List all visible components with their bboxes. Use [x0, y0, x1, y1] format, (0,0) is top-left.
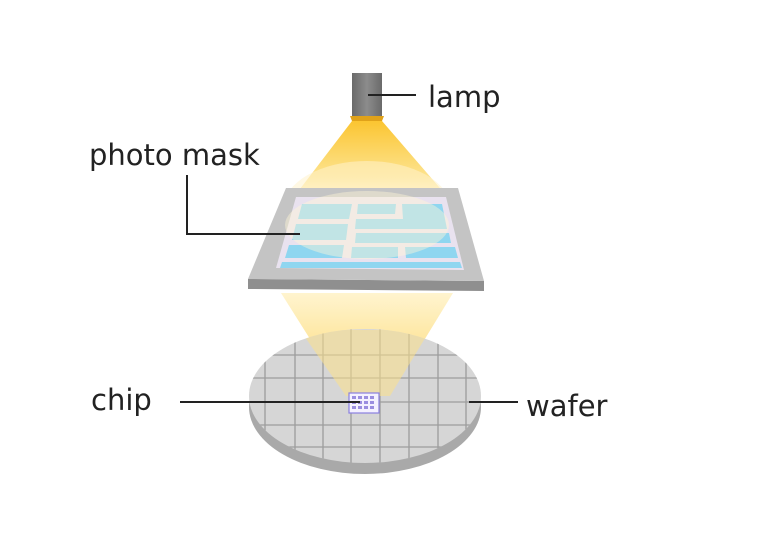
- photo-mask-label: photo mask: [89, 138, 260, 172]
- mask-pattern: [280, 204, 462, 268]
- lamp-label: lamp: [428, 80, 501, 114]
- wafer-label: wafer: [526, 389, 608, 423]
- wafer-exposure-glow: [300, 330, 430, 396]
- mask-bottom-edge: [248, 279, 484, 291]
- mask-light-spot: [285, 191, 449, 259]
- leader-lines: [180, 94, 518, 403]
- photo-mask: [248, 188, 484, 291]
- chip-label: chip: [91, 383, 152, 417]
- lamp-body: [352, 73, 382, 123]
- lamp: [350, 73, 384, 126]
- photo-mask-leader-line: [186, 175, 300, 235]
